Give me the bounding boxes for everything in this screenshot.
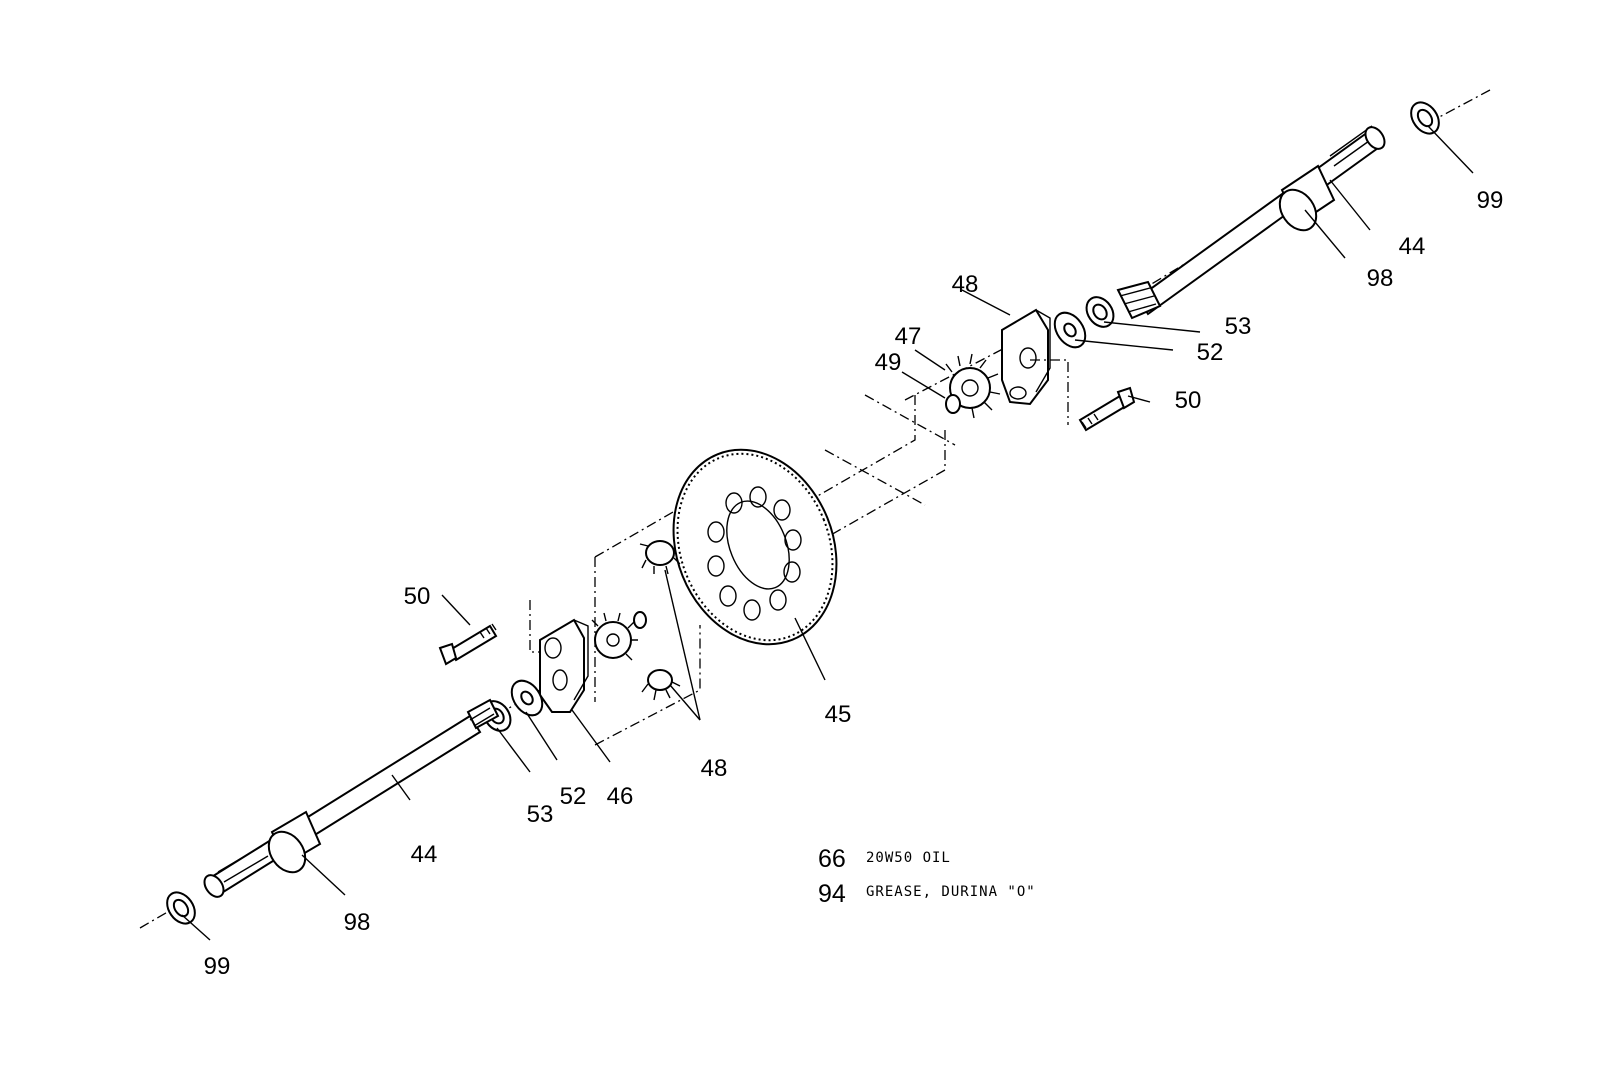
ring-gear xyxy=(672,448,838,646)
left-axle-shaft xyxy=(203,698,500,898)
label-bolt-left: 50 xyxy=(404,583,431,610)
label-spacer-right: 53 xyxy=(1225,313,1252,340)
right-bushing xyxy=(1278,164,1336,232)
label-carrier-left: 46 xyxy=(607,783,634,810)
pin xyxy=(945,394,961,414)
left-washer xyxy=(510,679,544,717)
side-gears xyxy=(591,540,681,701)
label-ring-gear: 45 xyxy=(825,701,852,728)
left-bolt xyxy=(438,623,498,666)
label-bushing-left: 98 xyxy=(344,909,371,936)
right-washer xyxy=(1053,311,1087,349)
right-spacer xyxy=(1085,296,1115,328)
label-washer-right: 52 xyxy=(1197,339,1224,366)
label-carrier-right: 48 xyxy=(952,271,979,298)
right-carrier xyxy=(1001,308,1051,406)
right-axle-shaft xyxy=(1116,125,1386,320)
right-seal xyxy=(1410,101,1440,135)
note-1-number: 66 xyxy=(818,845,846,873)
label-side-gears: 48 xyxy=(701,755,728,782)
label-seal-right: 99 xyxy=(1477,187,1504,214)
lubricant-notes: 66 20W50 OIL 94 GREASE, DURINA "O" xyxy=(818,845,1036,908)
label-bushing-right: 98 xyxy=(1367,265,1394,292)
callout-labels: 99 44 98 53 52 50 48 47 49 50 45 48 46 5… xyxy=(204,187,1504,980)
left-bushing xyxy=(267,810,322,874)
note-2-text: GREASE, DURINA "O" xyxy=(866,884,1036,900)
label-shaft-left: 44 xyxy=(411,841,438,868)
label-shaft-right: 44 xyxy=(1399,233,1426,260)
label-spider-gear: 47 xyxy=(895,323,922,350)
note-2-number: 94 xyxy=(818,880,846,908)
label-seal-left: 99 xyxy=(204,953,231,980)
label-pin: 49 xyxy=(875,349,902,376)
leader-lines xyxy=(181,125,1474,941)
right-bolt xyxy=(1078,386,1136,432)
label-washer-left: 52 xyxy=(560,783,587,810)
label-bolt-right: 50 xyxy=(1175,387,1202,414)
note-1-text: 20W50 OIL xyxy=(866,850,951,866)
left-seal xyxy=(166,891,196,925)
spider-gear xyxy=(945,353,1001,419)
left-carrier xyxy=(539,618,589,713)
label-spacer-left: 53 xyxy=(527,801,554,828)
